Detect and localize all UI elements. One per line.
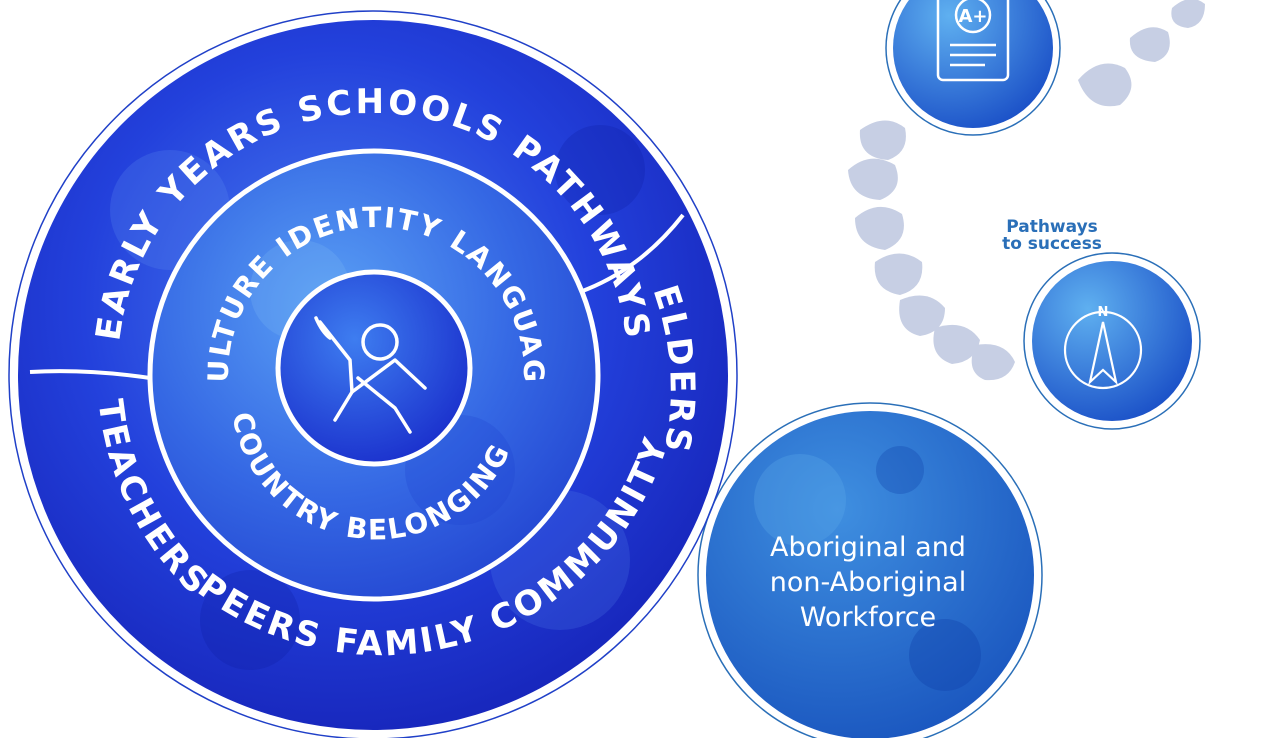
pathways-caption-line2: to success — [1002, 234, 1102, 254]
child-figure-icon — [314, 316, 427, 434]
compass-icon — [1063, 310, 1143, 390]
stepping-stones — [848, 0, 1205, 381]
pathways-caption-line1: Pathways — [1006, 217, 1098, 237]
workforce-line1: Aboriginal and — [770, 532, 966, 563]
compass-badge: N — [1023, 252, 1201, 430]
grade-badge: A+ — [885, 0, 1061, 136]
grade-label: A+ — [958, 6, 987, 27]
main-circle — [8, 10, 738, 738]
compass-letter: N — [1098, 305, 1109, 320]
report-card-icon — [936, 0, 1010, 82]
workforce-line3: Workforce — [800, 602, 936, 633]
ring-divider-right — [579, 213, 685, 294]
workforce-line2: non-Aboriginal — [770, 567, 966, 598]
workforce-circle: Aboriginal and non-Aboriginal Workforce — [697, 402, 1043, 738]
